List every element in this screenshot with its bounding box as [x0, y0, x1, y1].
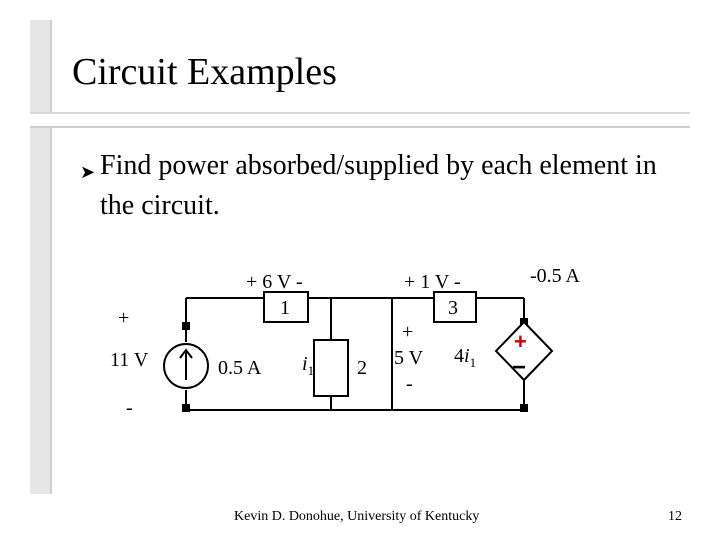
bullet-arrow-icon: ➤	[80, 162, 96, 182]
source-current-label: 0.5 A	[218, 357, 262, 379]
source-v-minus: -	[126, 397, 133, 419]
page-number: 12	[668, 509, 682, 524]
source-v-value: 11 V	[110, 349, 149, 371]
element-3-box	[433, 291, 477, 323]
dependent-source-current: -0.5 A	[530, 265, 580, 287]
element-3-voltage: + 1 V -	[404, 271, 461, 293]
source-v-plus: +	[118, 307, 130, 329]
dependent-source-value: 4i1	[454, 345, 477, 370]
dependent-source-minus: −	[512, 354, 527, 381]
slide-title: Circuit Examples	[72, 51, 337, 93]
bullet-text: Find power absorbed/supplied by each ele…	[100, 150, 657, 221]
mid-v-plus: +	[402, 321, 414, 343]
dependent-source-icon	[494, 320, 554, 382]
element-1-label: 1	[280, 297, 290, 319]
slide-footer: Kevin D. Donohue, University of Kentucky	[234, 509, 480, 524]
element-3-label: 3	[448, 297, 458, 319]
dependent-source-plus: +	[514, 329, 527, 354]
current-i1-label: i1	[302, 353, 315, 378]
element-1-voltage: + 6 V -	[246, 271, 303, 293]
element-1-box	[263, 291, 309, 323]
element-2-box	[313, 339, 349, 397]
mid-v-minus: -	[406, 373, 413, 395]
element-2-label: 2	[357, 357, 367, 379]
slide-decor	[30, 20, 690, 494]
current-source-icon	[163, 343, 209, 389]
mid-v-value: 5 V	[394, 347, 424, 369]
